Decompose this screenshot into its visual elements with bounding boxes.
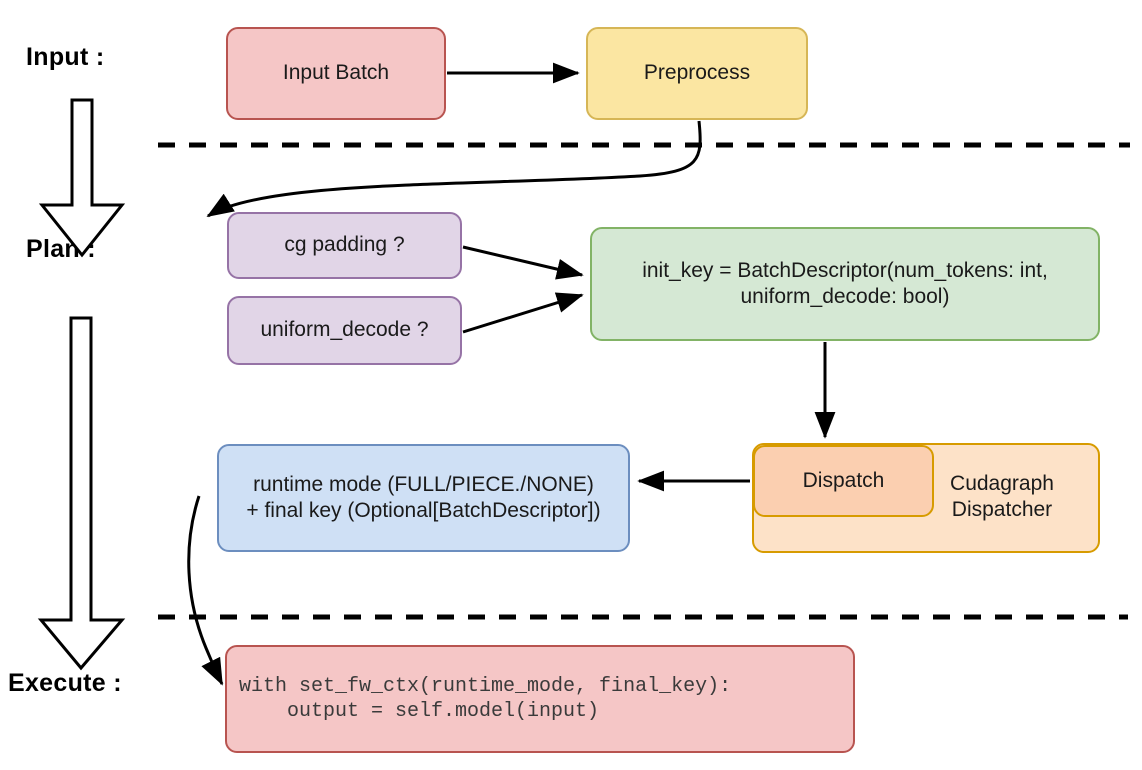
arrow-cg-padding-to-init-key bbox=[462, 245, 584, 280]
stage-label-plan: Plan : bbox=[26, 235, 96, 263]
node-input-batch-label: Input Batch bbox=[282, 61, 390, 85]
node-cg-padding[interactable]: cg padding ? bbox=[227, 212, 462, 279]
node-init-key-label: init_key = BatchDescriptor(num_tokens: i… bbox=[642, 258, 1048, 308]
node-init-key[interactable]: init_key = BatchDescriptor(num_tokens: i… bbox=[590, 227, 1100, 341]
node-execute-code-label: with set_fw_ctx(runtime_mode, final_key)… bbox=[239, 675, 732, 723]
arrow-preprocess-to-cg-padding bbox=[206, 120, 702, 218]
node-cg-padding-label: cg padding ? bbox=[284, 233, 405, 257]
node-cudagraph-dispatcher-label: Cudagraph Dispatcher bbox=[950, 472, 1054, 522]
node-preprocess-label: Preprocess bbox=[643, 61, 751, 85]
node-preprocess[interactable]: Preprocess bbox=[586, 27, 808, 120]
stage-label-execute: Execute : bbox=[8, 669, 122, 697]
node-runtime-mode-label: runtime mode (FULL/PIECE./NONE) + final … bbox=[246, 472, 601, 522]
node-input-batch[interactable]: Input Batch bbox=[226, 27, 446, 120]
arrow-uniform-decode-to-init-key bbox=[462, 292, 584, 334]
node-dispatch[interactable]: Dispatch bbox=[753, 445, 934, 517]
node-uniform-decode-label: uniform_decode ? bbox=[260, 318, 429, 342]
stage-label-input: Input : bbox=[26, 43, 105, 71]
node-dispatch-label: Dispatch bbox=[802, 468, 885, 492]
node-runtime-mode[interactable]: runtime mode (FULL/PIECE./NONE) + final … bbox=[217, 444, 630, 552]
node-uniform-decode[interactable]: uniform_decode ? bbox=[227, 296, 462, 365]
stage-block-arrow-plan-to-execute bbox=[37, 316, 126, 671]
node-execute-code[interactable]: with set_fw_ctx(runtime_mode, final_key)… bbox=[225, 645, 855, 753]
stage-block-arrow-input-to-plan bbox=[38, 98, 126, 258]
